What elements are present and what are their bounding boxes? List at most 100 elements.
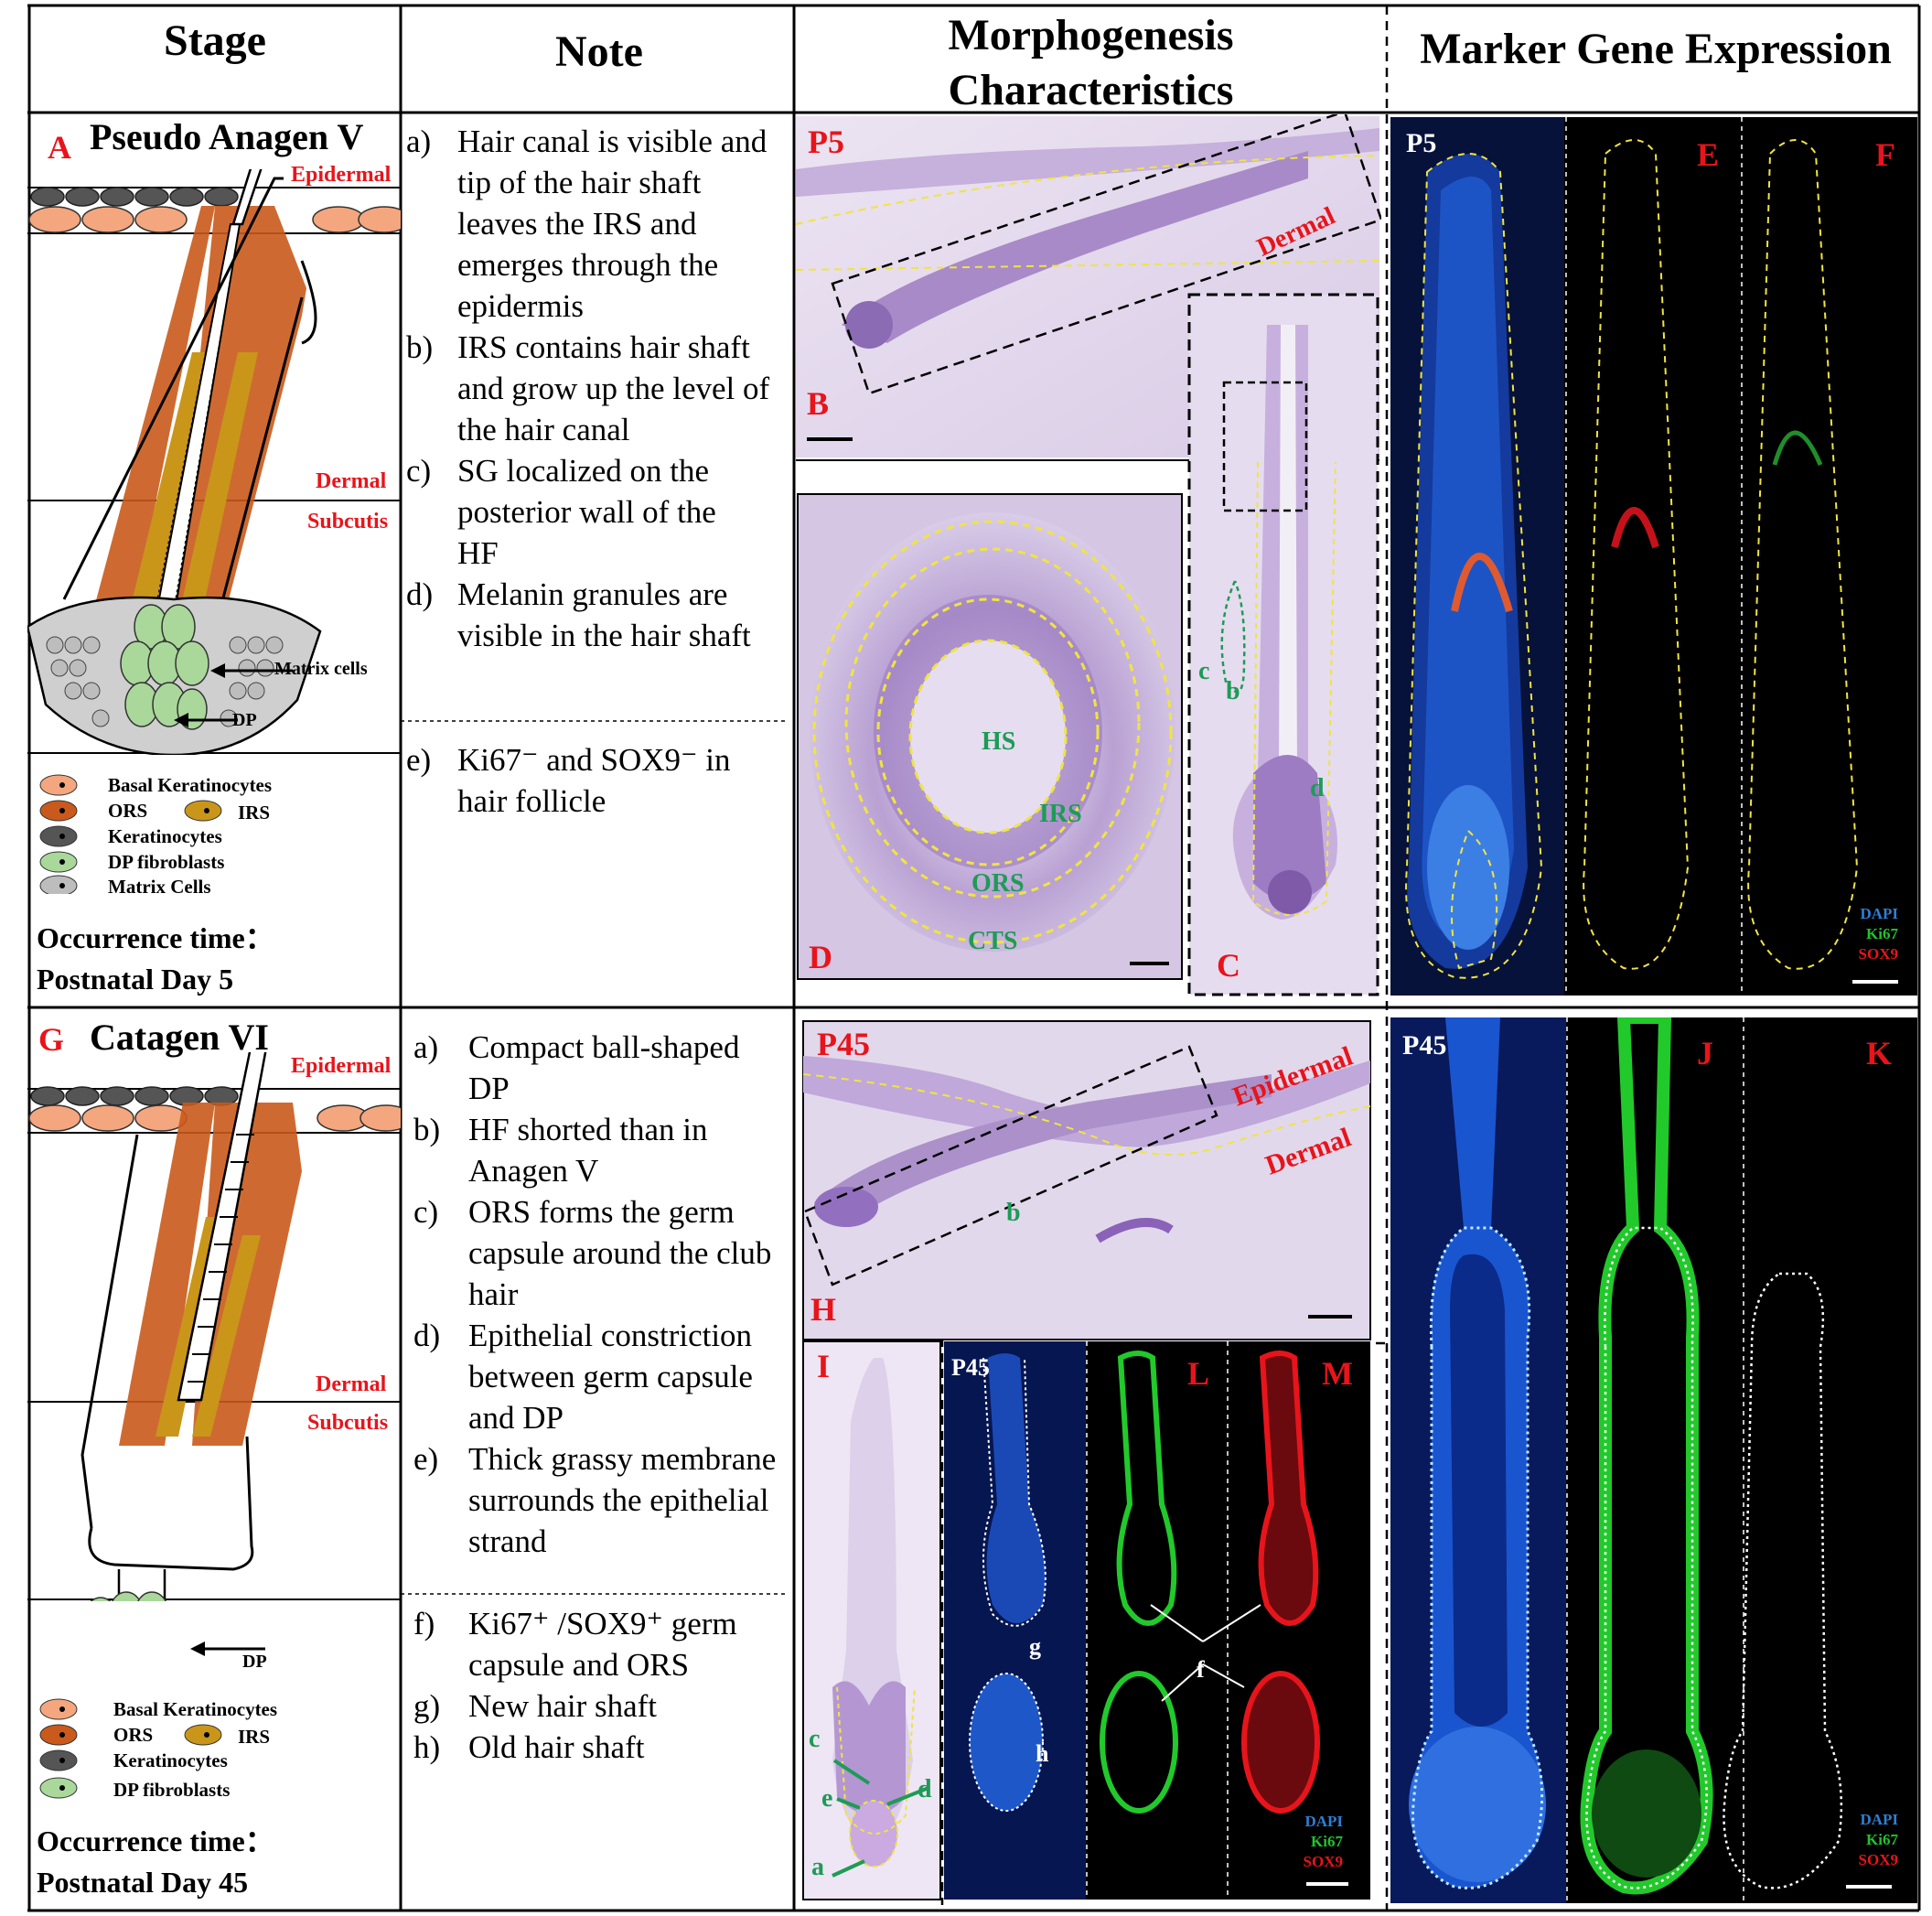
note-a-row2: a) Compact ball-shaped DP — [413, 1027, 789, 1109]
label-f-arrows: f — [1197, 1656, 1205, 1683]
header-note: Note — [555, 27, 643, 76]
note-f-row2: f) Ki67⁺ /SOX9⁺ germ capsule and ORS — [413, 1603, 789, 1685]
label-matrix-cells: Matrix cells — [274, 659, 368, 679]
channel-sox9-row2: SOX9 — [1858, 1851, 1898, 1868]
channel-ki67-row1: Ki67 — [1866, 925, 1898, 942]
note-e-row1: e) Ki67⁻ and SOX9⁻ in hair follicle — [406, 739, 790, 822]
legend-basal-keratinocytes-g: Basal Keratinocytes — [113, 1698, 278, 1720]
note-key: a) — [406, 124, 432, 159]
label-e-i: e — [821, 1784, 833, 1813]
channel-dapi-row1: DAPI — [1860, 905, 1898, 922]
note-key: h) — [413, 1729, 441, 1765]
label-h-old-shaft: h — [1036, 1740, 1049, 1767]
note-c-row1: c) SG localized on the posterior wall of… — [406, 450, 790, 574]
note-text: ORS forms the germ capsule around the cl… — [468, 1194, 772, 1312]
panel-letter-c: C — [1217, 947, 1240, 984]
panel-letter-k: K — [1866, 1035, 1893, 1071]
note-b-row1: b) IRS contains hair shaft and grow up t… — [406, 327, 790, 450]
catagen-fluorescence-panels — [1390, 1017, 1917, 1903]
note-key: g) — [413, 1688, 441, 1724]
legend-dp-fibroblasts-g: DP fibroblasts — [113, 1779, 231, 1801]
note-text: Melanin granules are visible in the hair… — [457, 576, 751, 653]
note-key: e) — [406, 742, 432, 778]
legend-irs-g: IRS — [238, 1726, 271, 1748]
panel-age-p5: P5 — [808, 124, 844, 160]
panel-letter-l: L — [1187, 1355, 1210, 1392]
label-b-irs: b — [1226, 677, 1240, 705]
label-dermal-g: Dermal — [316, 1372, 387, 1396]
legend-swatches-g — [39, 1698, 78, 1799]
label-c-sg: c — [1198, 657, 1210, 685]
panel-letter-a: A — [48, 129, 71, 166]
label-b-h: b — [1006, 1199, 1021, 1227]
header-stage: Stage — [164, 16, 266, 65]
panel-age-p45-if: P45 — [951, 1354, 990, 1381]
panel-letter-j: J — [1697, 1035, 1713, 1071]
note-text: Hair canal is visible and tip of the hai… — [457, 124, 767, 324]
panel-letter-i: I — [817, 1348, 831, 1384]
anagen-histology-panels — [796, 114, 1381, 996]
header-morphogenesis-line2: Characteristics — [948, 66, 1234, 114]
channel-dapi-row2: DAPI — [1860, 1811, 1898, 1828]
label-hs: HS — [982, 727, 1016, 756]
label-cts: CTS — [968, 927, 1018, 955]
header-morphogenesis-line1: Morphogenesis — [948, 11, 1234, 59]
label-d-i: d — [918, 1775, 932, 1803]
label-epidermal-a: Epidermal — [291, 163, 392, 187]
label-dermal-a: Dermal — [316, 469, 387, 493]
label-subcutis-a: Subcutis — [307, 510, 389, 533]
legend-basal-keratinocytes-a: Basal Keratinocytes — [108, 774, 273, 796]
note-h-row2: h) Old hair shaft — [413, 1727, 789, 1768]
label-epidermal-g: Epidermal — [291, 1054, 392, 1078]
note-d-row2: d) Epithelial constriction between germ … — [413, 1315, 789, 1438]
note-text: IRS contains hair shaft and grow up the … — [457, 329, 770, 447]
note-key: c) — [413, 1194, 439, 1230]
anagen-fluorescence-panels — [1390, 117, 1917, 996]
note-c-row2: c) ORS forms the germ capsule around the… — [413, 1191, 789, 1315]
panel-letter-d: D — [809, 939, 832, 975]
note-key: e) — [413, 1441, 439, 1477]
label-a-i: a — [811, 1853, 824, 1881]
note-key: c) — [406, 453, 432, 489]
legend-dp-fibroblasts-a: DP fibroblasts — [108, 851, 225, 873]
occurrence-value-g: Postnatal Day 45 — [37, 1866, 249, 1899]
label-irs: IRS — [1039, 800, 1082, 828]
legend-ors-g: ORS — [113, 1724, 154, 1746]
legend-matrix-cells-a: Matrix Cells — [108, 876, 211, 898]
note-text: Compact ball-shaped DP — [468, 1029, 740, 1106]
note-key: f) — [413, 1606, 435, 1642]
channel-ki67-if: Ki67 — [1311, 1833, 1343, 1850]
channel-ki67-row2: Ki67 — [1866, 1831, 1898, 1848]
label-g-new-shaft: g — [1029, 1633, 1041, 1660]
note-text: HF shorted than in Anagen V — [468, 1112, 708, 1189]
legend-keratinocytes-a: Keratinocytes — [108, 825, 222, 847]
legend-swatch-irs-a — [184, 800, 222, 822]
label-subcutis-g: Subcutis — [307, 1411, 389, 1435]
panel-letter-e: E — [1697, 136, 1720, 173]
channel-dapi-if: DAPI — [1304, 1813, 1343, 1830]
catagen-follicle-diagram — [27, 1052, 401, 1601]
panel-letter-f: F — [1875, 136, 1895, 173]
legend-keratinocytes-g: Keratinocytes — [113, 1749, 228, 1771]
channel-sox9-if: SOX9 — [1303, 1853, 1343, 1870]
panel-letter-h: H — [810, 1291, 837, 1328]
note-key: b) — [406, 329, 434, 365]
note-text: Ki67⁺ /SOX9⁺ germ capsule and ORS — [468, 1606, 737, 1683]
legend-swatches-a — [39, 774, 78, 894]
note-b-row2: b) HF shorted than in Anagen V — [413, 1109, 789, 1191]
note-key: a) — [413, 1029, 439, 1065]
header-marker-gene: Marker Gene Expression — [1420, 25, 1892, 73]
marker-age-p5: P5 — [1406, 128, 1437, 158]
catagen-histology-panels — [802, 1020, 1371, 1900]
catagen-dp-arrow — [190, 1642, 265, 1656]
note-text: New hair shaft — [468, 1688, 658, 1724]
panel-age-p45: P45 — [817, 1026, 870, 1062]
legend-ors-a: ORS — [108, 800, 148, 822]
note-text: SG localized on the posterior wall of th… — [457, 453, 716, 571]
note-a-row1: a) Hair canal is visible and tip of the … — [406, 121, 790, 327]
note-text: Ki67⁻ and SOX9⁻ in hair follicle — [457, 742, 731, 819]
note-e-row2: e) Thick grassy membrane surrounds the e… — [413, 1438, 789, 1562]
note-text: Old hair shaft — [468, 1729, 645, 1765]
note-key: b) — [413, 1112, 441, 1147]
note-text: Epithelial constriction between germ cap… — [468, 1318, 753, 1436]
